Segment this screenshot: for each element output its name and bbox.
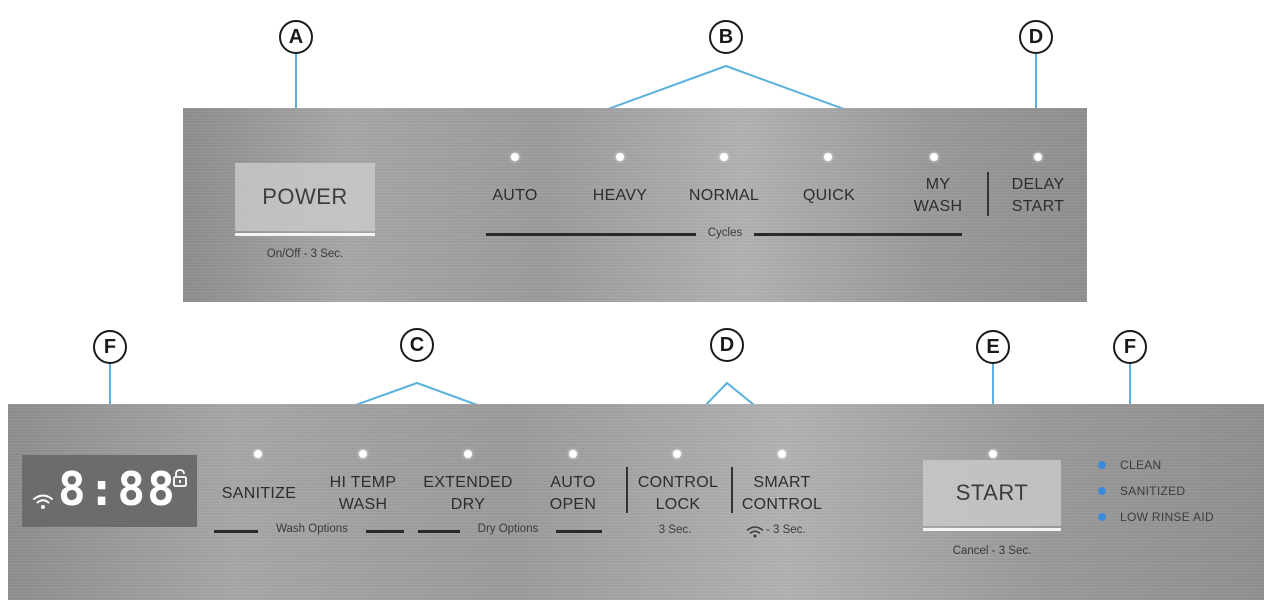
cycle-led-heavy xyxy=(616,153,624,161)
digital-display xyxy=(22,455,197,527)
power-button-label: POWER xyxy=(262,184,348,209)
control-lock-separator-right xyxy=(731,467,733,513)
power-hint: On/Off - 3 Sec. xyxy=(266,248,344,260)
dry-options-label: Dry Options xyxy=(477,523,539,535)
status-label-clean: CLEAN xyxy=(1120,458,1162,472)
cycle-led-my-wash xyxy=(930,153,938,161)
hi-temp-wash-led xyxy=(359,450,367,458)
start-hint: Cancel - 3 Sec. xyxy=(952,545,1032,557)
smart-control-button[interactable]: SMART CONTROL xyxy=(741,474,823,513)
status-label-low-rinse-aid: LOW RINSE AID xyxy=(1120,510,1214,524)
wash-options-line-right xyxy=(366,530,404,533)
cycles-group-label: Cycles xyxy=(707,227,743,239)
callout-b: B xyxy=(709,20,743,54)
control-lock-hint: 3 Sec. xyxy=(658,524,692,536)
start-button-underline xyxy=(923,528,1061,531)
wifi-icon xyxy=(33,494,53,509)
hi-temp-wash-button[interactable]: HI TEMP WASH xyxy=(329,474,397,513)
cycles-line-left xyxy=(486,233,696,236)
unlock-icon xyxy=(173,469,187,487)
control-lock-separator-left xyxy=(626,467,628,513)
status-sanitized: SANITIZED xyxy=(1098,484,1185,498)
cycle-heavy-button[interactable]: HEAVY xyxy=(592,187,648,204)
callout-f-left: F xyxy=(93,330,127,364)
cycle-led-normal xyxy=(720,153,728,161)
status-led-clean xyxy=(1098,461,1106,469)
auto-open-led xyxy=(569,450,577,458)
callout-d-top: D xyxy=(1019,20,1053,54)
control-lock-led xyxy=(673,450,681,458)
extended-dry-button[interactable]: EXTENDED DRY xyxy=(423,474,513,513)
callout-d-bottom: D xyxy=(710,328,744,362)
status-label-sanitized: SANITIZED xyxy=(1120,484,1186,498)
extended-dry-led xyxy=(464,450,472,458)
wash-options-line-left xyxy=(214,530,258,533)
power-button-underline xyxy=(235,233,375,236)
smart-control-led xyxy=(778,450,786,458)
dry-options-line-right xyxy=(556,530,602,533)
smart-control-hint: - 3 Sec. xyxy=(766,524,806,536)
auto-open-button[interactable]: AUTO OPEN xyxy=(549,474,597,513)
callout-e: E xyxy=(976,330,1010,364)
start-button-label: START xyxy=(955,480,1029,505)
callout-a: A xyxy=(279,20,313,54)
sanitize-led xyxy=(254,450,262,458)
callout-f-right: F xyxy=(1113,330,1147,364)
power-button[interactable]: POWER xyxy=(235,163,375,231)
cycle-auto-button[interactable]: AUTO xyxy=(492,187,538,204)
cycle-led-quick xyxy=(824,153,832,161)
status-clean: CLEAN xyxy=(1098,458,1162,472)
callout-c: C xyxy=(400,328,434,362)
start-button[interactable]: START xyxy=(923,460,1061,526)
cycle-my-wash-button[interactable]: MY WASH xyxy=(913,176,963,215)
cycle-led-auto xyxy=(511,153,519,161)
sanitize-button[interactable]: SANITIZE xyxy=(221,485,297,502)
dry-options-line-left xyxy=(418,530,460,533)
status-led-sanitized xyxy=(1098,487,1106,495)
cycles-line-right xyxy=(754,233,962,236)
delay-start-led xyxy=(1034,153,1042,161)
status-low-rinse-aid: LOW RINSE AID xyxy=(1098,510,1214,524)
display-digits: 8:88 xyxy=(58,462,177,516)
cycle-normal-button[interactable]: NORMAL xyxy=(688,187,760,204)
delay-start-separator xyxy=(987,172,989,216)
wash-options-label: Wash Options xyxy=(276,523,348,535)
start-led xyxy=(989,450,997,458)
control-lock-button[interactable]: CONTROL LOCK xyxy=(637,474,719,513)
cycle-quick-button[interactable]: QUICK xyxy=(802,187,856,204)
status-led-low-rinse-aid xyxy=(1098,513,1106,521)
wifi-icon xyxy=(746,526,764,538)
delay-start-button[interactable]: DELAY START xyxy=(1011,176,1065,215)
